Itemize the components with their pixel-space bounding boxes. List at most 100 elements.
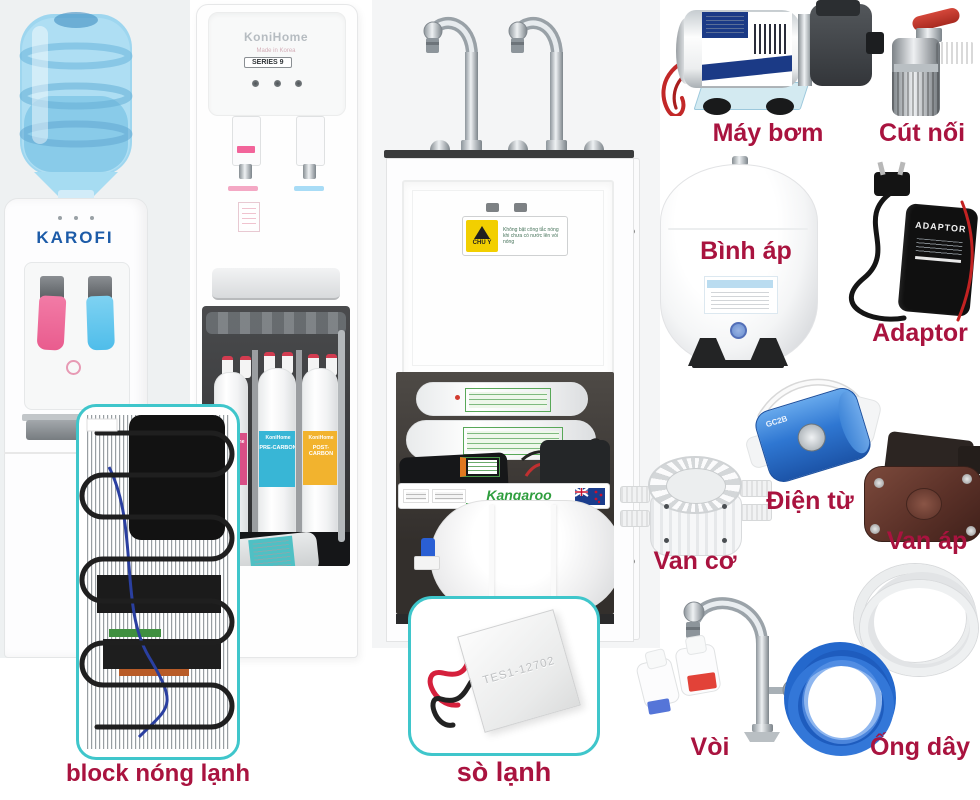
filter-cartridge-yellow: KoniHome POST-CARBON [302, 368, 338, 560]
filter-cap [308, 354, 319, 376]
cold-tap-nozzle [303, 164, 316, 179]
tank-nipple [732, 156, 748, 166]
nz-flag [575, 487, 605, 505]
storage-tank [430, 500, 614, 614]
hot-tap[interactable] [232, 116, 261, 166]
valve-screw [664, 504, 669, 509]
valve-fin-center [666, 468, 726, 504]
energy-sticker [238, 202, 260, 232]
door-handle-rod[interactable] [338, 330, 345, 542]
series-badge: SERIES 9 [244, 57, 292, 68]
pump-head [810, 4, 872, 86]
filter-name: POST-CARBON [308, 445, 334, 457]
cabinet-door-panel [402, 180, 614, 376]
mini-label [403, 489, 429, 503]
door-seam [4, 452, 146, 454]
filter-cap [264, 352, 275, 374]
hot-color-strip [228, 186, 258, 191]
pressure-tank-photo [652, 156, 824, 370]
karofi-logo: KAROFI [36, 228, 114, 247]
hot-tap-nozzle [239, 164, 252, 179]
pump-label [702, 12, 792, 86]
label-binh-ap: Bình áp [700, 237, 792, 265]
hot-cold-block-callout [76, 404, 240, 760]
adaptor-red-wire [956, 200, 974, 322]
valve-knurl [892, 72, 940, 116]
pump-photo [648, 0, 884, 122]
label-may-bom: Máy bơm [712, 119, 824, 147]
faucet-photo [634, 580, 804, 758]
tubing-coil-white [860, 580, 978, 676]
warning-title: CHÚ Ý [472, 240, 492, 246]
cold-tap[interactable] [296, 116, 325, 166]
label-cut-noi: Cút nối [878, 119, 966, 147]
hot-tap-strip [237, 146, 255, 153]
valve-port [620, 510, 650, 527]
label-adaptor: Adaptor [872, 319, 968, 347]
control-box [460, 457, 500, 477]
valve-collar [894, 64, 938, 72]
power-switch[interactable] [514, 203, 527, 212]
deck-edge [384, 150, 634, 158]
tank-valve-nut [414, 556, 440, 570]
label-dien-tu: Điện từ [766, 487, 854, 515]
pressure-valve-photo [858, 430, 980, 556]
solenoid-valve-photo: GC2B [738, 372, 883, 520]
filter-name: PRE-CARBON [259, 445, 296, 451]
karofi-seal-icon [66, 360, 81, 375]
filter-cap [326, 354, 337, 376]
valve-bolt [874, 478, 884, 488]
transformer-block [540, 440, 610, 490]
adaptor-cable [848, 189, 907, 322]
valve-bolt [870, 524, 880, 534]
valve-screw [722, 538, 727, 543]
cooling-chip-callout: TES1-12702 [408, 596, 600, 756]
warning-icon: CHÚ Ý [466, 220, 498, 252]
ball-valve-photo [872, 6, 977, 120]
label-ong-day: Ống dây [869, 733, 970, 761]
filter-brand: KoniHome [265, 435, 291, 441]
led-indicator-row [252, 80, 302, 87]
adaptor-photo: ADAPTOR [846, 161, 979, 358]
valve-port [740, 504, 772, 521]
warning-text: Không bật công tắc nóng khi chưa có nước… [503, 227, 559, 245]
filter-cap [222, 356, 233, 378]
pump-foot [766, 98, 794, 115]
tank-valve-blue [421, 538, 435, 560]
barcode [754, 24, 786, 54]
peltier-code: TES1-12702 [481, 654, 557, 688]
mechanical-valve-photo [620, 452, 772, 580]
label-voi: Vòi [690, 733, 730, 761]
solenoid-screw [794, 420, 830, 455]
label-van-ap: Van áp [886, 527, 968, 555]
gooseneck-faucet [423, 17, 482, 152]
filter-cap [282, 352, 293, 374]
pump-clamp [816, 0, 860, 16]
mount-rail [252, 350, 258, 556]
valve-bolt [962, 474, 972, 484]
konihome-dispenser: KoniHome Made in Korea SERIES 9 [0, 0, 370, 660]
power-switch[interactable] [486, 203, 499, 212]
mount-rail [296, 350, 302, 556]
condenser-coil [79, 415, 235, 749]
tubing-coil-highlight [802, 660, 882, 744]
tank-sticker [704, 276, 778, 314]
valve-screw [664, 538, 669, 543]
konihome-logo: KoniHome [244, 30, 308, 44]
valve-boss [906, 488, 942, 520]
tank-base-bar [692, 360, 784, 368]
drip-tray [212, 268, 340, 300]
label-block-nong-lanh: block nóng lạnh [66, 760, 250, 787]
solenoid-code: GC2B [764, 414, 789, 430]
mini-label [432, 489, 466, 503]
filter-cap [240, 356, 251, 378]
valve-port [620, 486, 650, 503]
valve-screw [722, 504, 727, 509]
tap-valve-top [684, 634, 708, 656]
filter-brand: KoniHome [308, 435, 334, 441]
pump-neck [798, 14, 812, 86]
pump-foot [703, 98, 731, 115]
label-so-lanh: sò lạnh [456, 757, 552, 787]
cold-color-strip [294, 186, 324, 191]
